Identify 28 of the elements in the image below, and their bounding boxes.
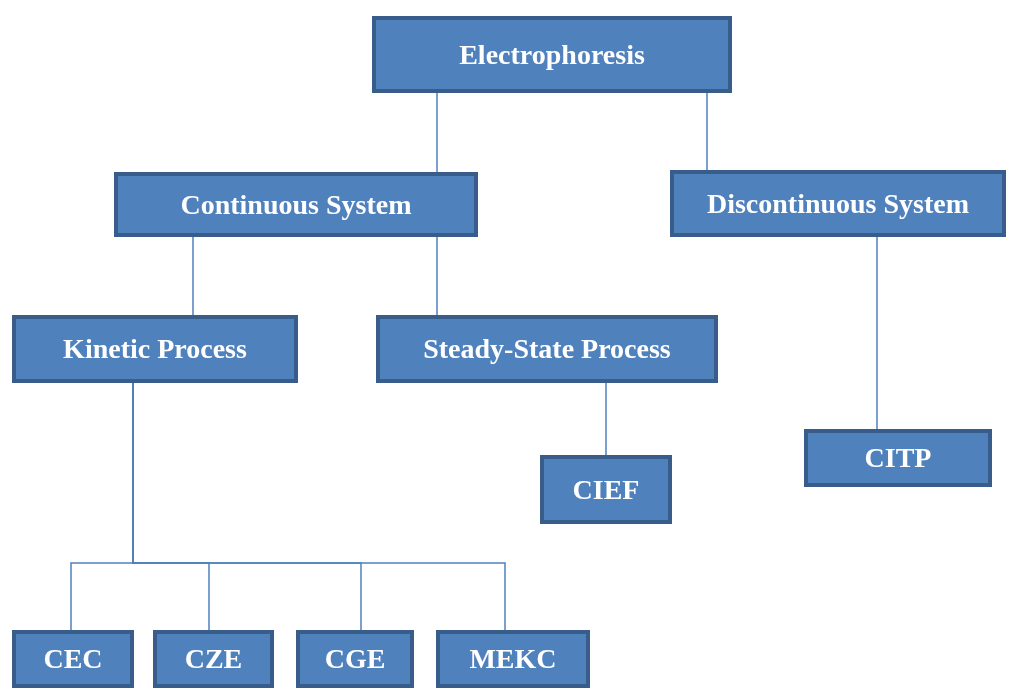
connector-line [876,236,878,430]
process-box [376,315,718,383]
box-label: Discontinuous System [706,187,970,220]
box-label: Kinetic Process [63,333,247,365]
box-label: MEKC [469,643,557,675]
box-label: CEC [43,643,103,675]
process-box [12,315,298,383]
box-label: Steady-State Process [423,333,671,365]
process-box [114,172,478,237]
connector-line [605,382,607,456]
box-label: Continuous System [180,188,412,221]
box-label: CGE [324,643,386,675]
process-box [540,455,672,524]
box-label: Electrophoresis [459,38,645,71]
process-box [372,16,732,93]
process-box [296,630,414,688]
process-box [436,630,590,688]
box-label: CIEF [572,473,640,506]
connector-line [436,92,438,173]
process-box [804,429,992,487]
connector-line [706,92,708,171]
process-box [153,630,274,688]
box-label: CZE [184,643,243,675]
process-box [12,630,134,688]
connector-line [192,236,194,316]
process-box [670,170,1006,237]
connector-line [436,236,438,316]
box-label: CITP [864,442,932,474]
